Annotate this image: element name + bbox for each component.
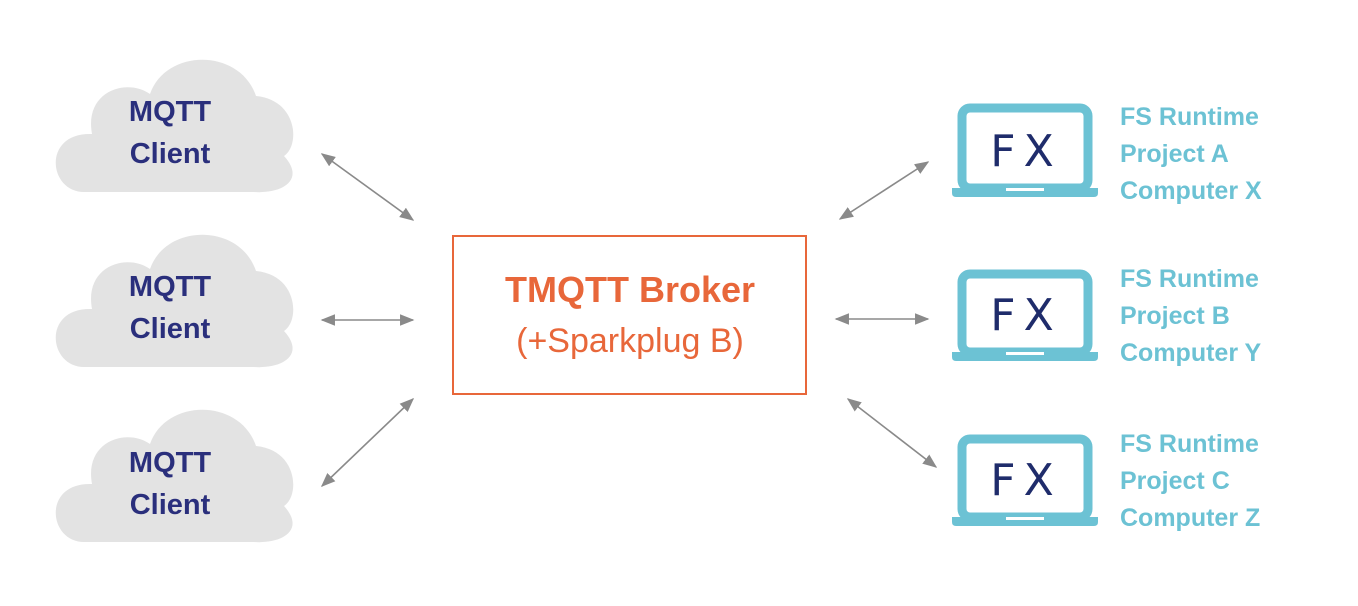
mqtt-client-1: MQTT Client [55,59,294,193]
fx-logo: FX [990,455,1061,506]
arrow-broker-runtime-a [838,161,930,220]
client-label-line2: Client [130,313,211,345]
cloud-icon [55,59,294,193]
runtime-c: FX FS Runtime Project C Computer Z [952,430,1260,532]
laptop-icon [952,269,1098,361]
laptop-icon [952,103,1098,197]
client-label-line1: MQTT [129,271,211,303]
runtime-label-line2: Project A [1120,140,1229,168]
broker-title: TMQTT Broker [505,269,755,310]
runtime-label-line2: Project B [1120,302,1230,330]
runtime-b: FX FS Runtime Project B Computer Y [952,265,1262,367]
mqtt-client-2: MQTT Client [55,234,294,368]
fx-logo: FX [990,290,1061,341]
runtime-label-line2: Project C [1120,467,1230,495]
cloud-icon [55,409,294,543]
runtime-label-line3: Computer Y [1120,339,1262,367]
runtime-label-line1: FS Runtime [1120,430,1259,458]
runtime-label-line1: FS Runtime [1120,103,1259,131]
client-label-line1: MQTT [129,96,211,128]
runtime-label-line3: Computer Z [1120,504,1260,532]
broker-border [452,235,807,395]
arrow-client1-broker [320,153,415,221]
fx-logo: FX [990,126,1061,177]
broker-subtitle: (+Sparkplug B) [516,322,744,360]
client-label-line1: MQTT [129,447,211,479]
runtime-a: FX FS Runtime Project A Computer X [952,103,1262,205]
runtime-label-line3: Computer X [1120,177,1262,205]
mqtt-client-3: MQTT Client [55,409,294,543]
runtime-label-line1: FS Runtime [1120,265,1259,293]
broker-box: TMQTT Broker (+Sparkplug B) [452,235,807,395]
arrow-broker-runtime-c [846,398,938,468]
arrow-client3-broker [320,398,415,487]
client-label-line2: Client [130,138,211,170]
cloud-icon [55,234,294,368]
client-label-line2: Client [130,489,211,521]
laptop-icon [952,434,1098,526]
